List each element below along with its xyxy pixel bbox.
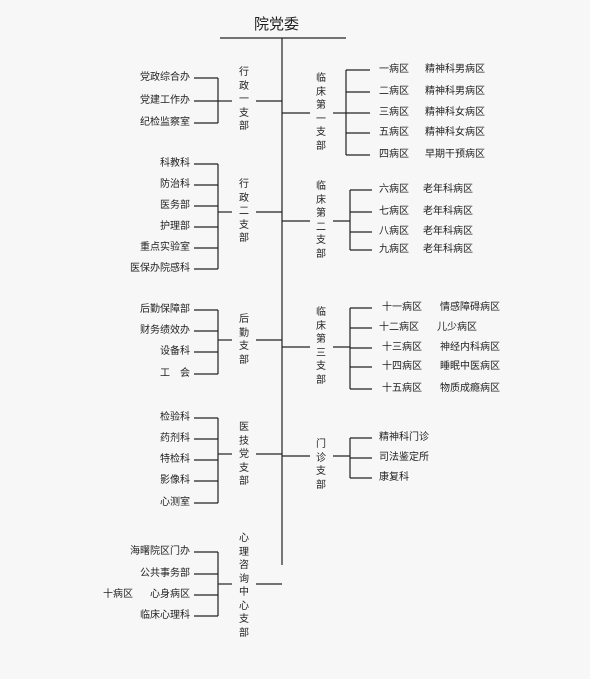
org-node: 防治科 <box>160 179 190 190</box>
org-node: 三病区 <box>379 107 409 118</box>
org-node-desc: 睡眠中医病区 <box>440 361 500 372</box>
org-node-desc: 老年科病区 <box>423 206 473 217</box>
org-node-desc: 精神科男病区 <box>425 64 485 75</box>
org-node: 纪检监察室 <box>140 117 190 128</box>
org-node: 检验科 <box>160 412 190 423</box>
org-node-desc: 精神科女病区 <box>425 127 485 138</box>
branch-label: 心理咨询中心支部 <box>239 533 249 639</box>
org-node: 司法鉴定所 <box>379 452 429 463</box>
org-node: 重点实验室 <box>140 242 190 253</box>
org-node-desc: 早期干预病区 <box>425 149 485 160</box>
org-node: 医务部 <box>160 200 190 211</box>
org-node: 医保办院感科 <box>130 263 190 274</box>
org-node-desc: 神经内科病区 <box>440 342 500 353</box>
branch-label: 临床第三支部 <box>316 307 326 386</box>
branch-label: 临床第一支部 <box>316 73 326 152</box>
org-node: 设备科 <box>160 346 190 357</box>
org-node-desc: 老年科病区 <box>423 244 473 255</box>
org-node: 十三病区 <box>382 342 422 353</box>
org-node: 精神科门诊 <box>379 432 429 443</box>
org-node: 九病区 <box>379 244 409 255</box>
branch-label: 行政一支部 <box>239 67 249 132</box>
org-node: 药剂科 <box>160 433 190 444</box>
org-node: 党建工作办 <box>140 95 190 106</box>
org-node: 工 会 <box>160 368 190 379</box>
org-node: 七病区 <box>379 206 409 217</box>
org-node-desc: 老年科病区 <box>423 226 473 237</box>
org-node: 六病区 <box>379 184 409 195</box>
branch-label: 临床第二支部 <box>316 181 326 260</box>
org-node: 十四病区 <box>382 361 422 372</box>
org-node: 海曙院区门办 <box>130 546 190 557</box>
org-node: 五病区 <box>379 127 409 138</box>
org-node: 护理部 <box>160 221 190 232</box>
org-node-extra: 十病区 <box>103 589 133 600</box>
org-node: 临床心理科 <box>140 610 190 621</box>
org-node: 康复科 <box>379 472 409 483</box>
org-node: 四病区 <box>379 149 409 160</box>
org-node: 十一病区 <box>382 302 422 313</box>
org-node-desc: 儿少病区 <box>437 322 477 333</box>
org-node-desc: 物质成瘾病区 <box>440 383 500 394</box>
org-node-desc: 精神科女病区 <box>425 107 485 118</box>
org-node: 党政综合办 <box>140 72 190 83</box>
org-node: 科教科 <box>160 158 190 169</box>
branch-label: 医技党支部 <box>239 422 249 487</box>
org-node: 二病区 <box>379 86 409 97</box>
org-node: 十五病区 <box>382 383 422 394</box>
org-node-desc: 老年科病区 <box>423 184 473 195</box>
org-node: 公共事务部 <box>140 568 190 579</box>
org-node: 心身病区 <box>150 589 190 600</box>
org-node: 后勤保障部 <box>140 304 190 315</box>
org-node: 心测室 <box>160 497 190 508</box>
org-node: 八病区 <box>379 226 409 237</box>
branch-label: 后勤支部 <box>239 314 249 366</box>
org-node: 一病区 <box>379 64 409 75</box>
org-node: 影像科 <box>160 475 190 486</box>
org-node: 特检科 <box>160 454 190 465</box>
branch-label: 门诊支部 <box>316 439 326 491</box>
branch-label: 行政二支部 <box>239 179 249 244</box>
org-node-desc: 精神科男病区 <box>425 86 485 97</box>
org-node-desc: 情感障碍病区 <box>440 302 500 313</box>
org-node: 财务绩效办 <box>140 325 190 336</box>
org-node: 十二病区 <box>379 322 419 333</box>
chart-title: 院党委 <box>254 15 300 33</box>
